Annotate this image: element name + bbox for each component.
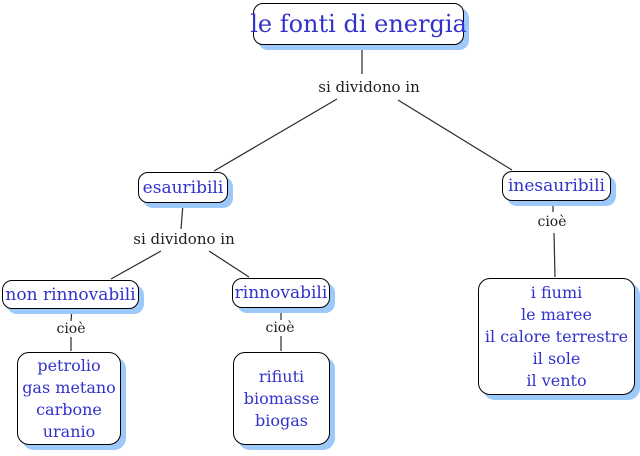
- example-petrolio: petrolio: [37, 355, 101, 375]
- node-rinnovabili-examples: rifiuti biomasse biogas: [233, 352, 330, 445]
- link-label-cioe-non-rinnovabili: cioè: [56, 321, 86, 337]
- example-biogas: biogas: [255, 410, 308, 430]
- edge-split2-to-non-rinnovabili: [110, 250, 162, 280]
- node-le-fonti-di-energia: le fonti di energia: [250, 3, 467, 45]
- edge-non-rinnovabili-to-cioe: [70, 308, 73, 322]
- node-esauribili: esauribili: [138, 172, 228, 203]
- node-rinnovabili: rinnovabili: [232, 278, 330, 308]
- edge-split2-to-rinnovabili: [208, 250, 250, 278]
- node-esauribili-label: esauribili: [142, 177, 224, 198]
- link-label-cioe-rinnovabili: cioè: [265, 320, 295, 336]
- example-uranio: uranio: [42, 421, 96, 441]
- edge-cioe-to-fiumi-box: [553, 232, 556, 278]
- example-i-fiumi: i fiumi: [530, 282, 583, 302]
- link-label-si-dividono-in-esauribili: si dividono in: [133, 230, 235, 248]
- node-rinnovabili-label: rinnovabili: [234, 283, 328, 303]
- example-il-vento: il vento: [526, 370, 587, 390]
- edge-split1-to-inesauribili: [397, 99, 513, 171]
- node-non-rinnovabili-label: non rinnovabili: [5, 284, 136, 305]
- example-il-sole: il sole: [532, 348, 581, 368]
- example-il-calore-terrestre: il calore terrestre: [484, 326, 629, 346]
- edge-esauribili-to-split2: [180, 203, 184, 230]
- node-inesauribili-label: inesauribili: [507, 176, 605, 196]
- example-rifiuti: rifiuti: [258, 366, 305, 386]
- node-root-label: le fonti di energia: [250, 10, 467, 38]
- example-carbone: carbone: [36, 399, 102, 419]
- example-gas-metano: gas metano: [22, 377, 116, 397]
- example-biomasse: biomasse: [243, 388, 320, 408]
- link-label-si-dividono-in-top: si dividono in: [318, 78, 420, 96]
- link-label-cioe-inesauribili: cioè: [537, 214, 567, 230]
- edge-split1-to-esauribili: [213, 98, 338, 172]
- node-inesauribili-examples: i fiumi le maree il calore terrestre il …: [478, 278, 635, 395]
- node-non-rinnovabili-examples: petrolio gas metano carbone uranio: [17, 352, 121, 445]
- example-le-maree: le maree: [521, 304, 592, 324]
- node-inesauribili: inesauribili: [502, 171, 611, 201]
- node-non-rinnovabili: non rinnovabili: [2, 280, 139, 309]
